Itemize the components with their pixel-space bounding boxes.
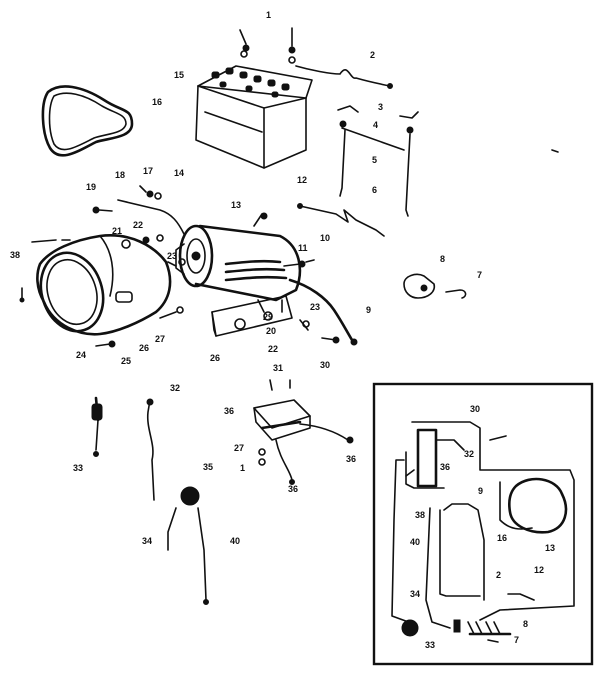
callout-c1b: 1 — [240, 463, 245, 473]
callout-w8: 8 — [523, 619, 528, 629]
callout-c12: 12 — [297, 175, 307, 185]
battery-hardware — [239, 27, 296, 64]
callout-c36b: 36 — [346, 454, 356, 464]
callout-c23b: 23 — [310, 302, 320, 312]
callout-c25: 25 — [121, 356, 131, 366]
callout-c3: 3 — [378, 102, 383, 112]
scan-mark — [551, 149, 559, 153]
hold-down-rods — [337, 105, 419, 217]
callout-c7: 7 — [477, 270, 482, 280]
callout-c9: 9 — [366, 305, 371, 315]
guard-bolts — [19, 239, 184, 348]
callout-c20: 20 — [266, 326, 276, 336]
guard-bracket — [92, 185, 185, 235]
callout-c17: 17 — [143, 166, 153, 176]
callout-c36c: 36 — [288, 484, 298, 494]
wiring-schematic-inset — [372, 382, 594, 666]
callout-w38: 38 — [415, 510, 425, 520]
ground-cable — [299, 205, 385, 237]
starter-generator — [175, 212, 302, 302]
callout-c8: 8 — [440, 254, 445, 264]
pulley-hardware — [121, 234, 186, 267]
callout-c27a: 27 — [155, 334, 165, 344]
drive-belt — [41, 85, 134, 157]
callout-c19: 19 — [86, 182, 96, 192]
terminal-hardware — [283, 259, 315, 267]
callout-w36: 36 — [440, 462, 450, 472]
callout-c22b: 22 — [268, 344, 278, 354]
callout-c33: 33 — [73, 463, 83, 473]
callout-c24: 24 — [76, 350, 86, 360]
callout-c34: 34 — [142, 536, 152, 546]
mounting-plate — [211, 295, 340, 344]
callout-c18: 18 — [115, 170, 125, 180]
callout-w33: 33 — [425, 640, 435, 650]
callout-c40: 40 — [230, 536, 240, 546]
callout-c14: 14 — [174, 168, 184, 178]
callout-c16: 16 — [152, 97, 162, 107]
callout-c15: 15 — [174, 70, 184, 80]
callout-c10: 10 — [320, 233, 330, 243]
callout-c21: 21 — [112, 226, 122, 236]
callout-c26b: 26 — [210, 353, 220, 363]
callout-w13: 13 — [545, 543, 555, 553]
callout-c27b: 27 — [234, 443, 244, 453]
callout-c2: 2 — [370, 50, 375, 60]
callout-c4: 4 — [373, 120, 378, 130]
callout-c5: 5 — [372, 155, 377, 165]
callout-w7: 7 — [514, 635, 519, 645]
callout-w40: 40 — [410, 537, 420, 547]
spark-plug-lead — [91, 396, 103, 457]
callout-c23a: 23 — [167, 251, 177, 261]
pulley-guard — [36, 234, 172, 336]
callout-w16: 16 — [497, 533, 507, 543]
callout-c30: 30 — [320, 360, 330, 370]
callout-w12: 12 — [534, 565, 544, 575]
callout-c1: 1 — [266, 10, 271, 20]
callout-labels: 1234567891011121314151617181920212222232… — [10, 10, 555, 650]
battery — [195, 65, 313, 169]
callout-w30: 30 — [470, 404, 480, 414]
ignition-switch — [167, 486, 209, 605]
callout-c11: 11 — [298, 243, 308, 253]
callout-c35: 35 — [203, 462, 213, 472]
callout-c29: 29 — [263, 312, 273, 322]
battery-cable — [295, 65, 391, 87]
callout-c36a: 36 — [224, 406, 234, 416]
callout-w32: 32 — [464, 449, 474, 459]
callout-w9: 9 — [478, 486, 483, 496]
callout-c22a: 22 — [133, 220, 143, 230]
solenoid — [403, 273, 467, 299]
callout-c13: 13 — [231, 200, 241, 210]
callout-c38: 38 — [10, 250, 20, 260]
callout-c32: 32 — [170, 383, 180, 393]
callout-w2: 2 — [496, 570, 501, 580]
callout-c6: 6 — [372, 185, 377, 195]
wire-32 — [146, 399, 155, 501]
callout-w34: 34 — [410, 589, 420, 599]
voltage-regulator — [253, 379, 354, 485]
motor-cable — [288, 278, 354, 342]
callout-c31: 31 — [273, 363, 283, 373]
callout-c26a: 26 — [139, 343, 149, 353]
